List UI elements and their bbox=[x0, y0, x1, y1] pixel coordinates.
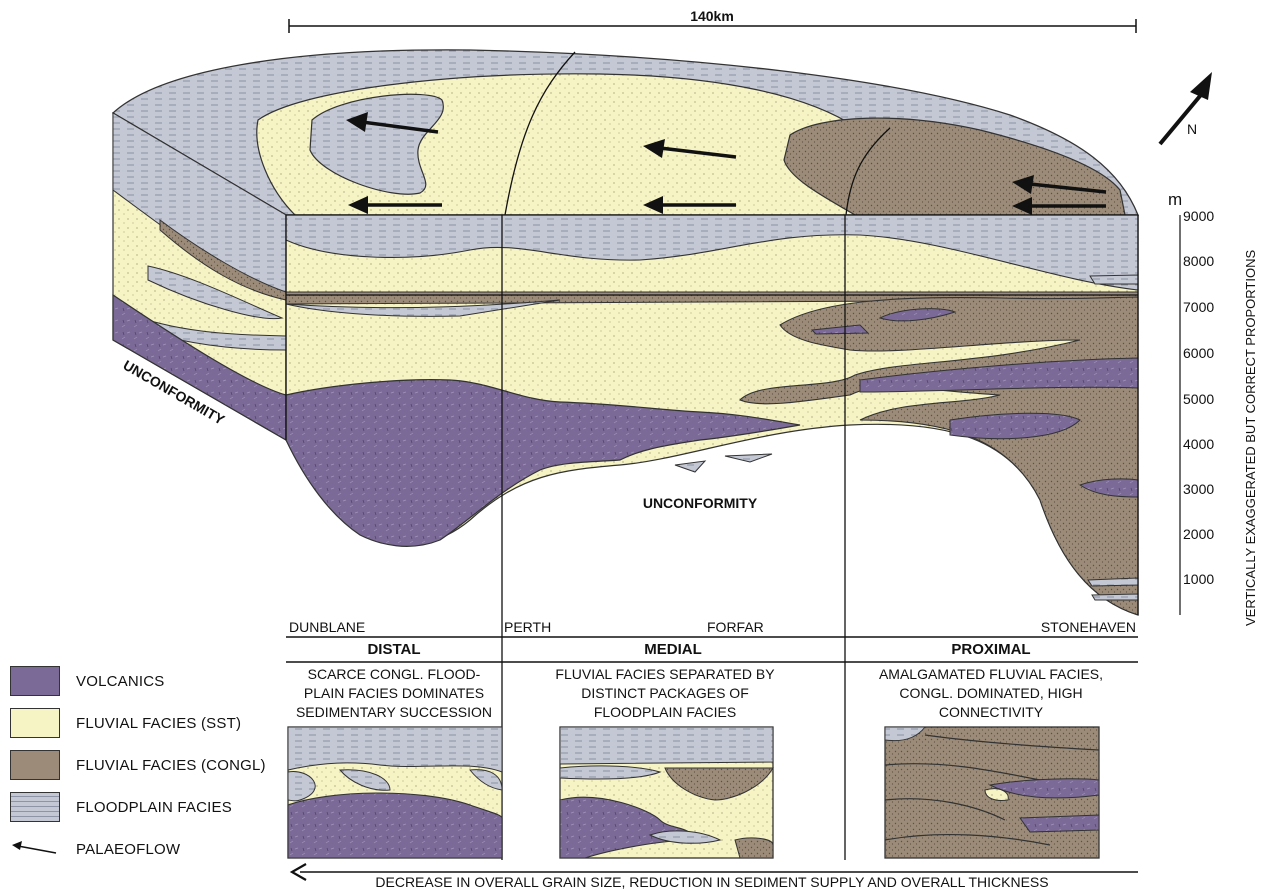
fluvial-sst-swatch bbox=[10, 708, 60, 738]
tick-label: 9000 bbox=[1183, 208, 1214, 224]
inset-medial bbox=[560, 727, 773, 858]
tick-label: 7000 bbox=[1183, 299, 1214, 315]
zone-desc-line: PLAIN FACIES DOMINATES bbox=[304, 685, 484, 701]
legend-item-palaeoflow: PALAEOFLOW bbox=[10, 828, 280, 870]
legend-label: FLUVIAL FACIES (CONGL) bbox=[76, 757, 266, 774]
zone-desc-line: FLOODPLAIN FACIES bbox=[594, 704, 736, 720]
palaeoflow-arrow-icon bbox=[10, 834, 60, 864]
scale-bar: 140km bbox=[289, 8, 1136, 33]
inset-proximal bbox=[885, 727, 1099, 858]
zone-desc-line: SEDIMENTARY SUCCESSION bbox=[296, 704, 492, 720]
legend-label: FLOODPLAIN FACIES bbox=[76, 799, 232, 816]
zone-desc-line: CONGL. DOMINATED, HIGH bbox=[899, 685, 1082, 701]
zone-desc-line: SCARCE CONGL. FLOOD- bbox=[308, 666, 481, 682]
zone-desc-line: FLUVIAL FACIES SEPARATED BY bbox=[555, 666, 775, 682]
trend-label: DECREASE IN OVERALL GRAIN SIZE, REDUCTIO… bbox=[375, 874, 1048, 890]
zone-title-medial: MEDIAL bbox=[644, 641, 702, 658]
inset-distal bbox=[288, 727, 502, 858]
zone-desc-line: AMALGAMATED FLUVIAL FACIES, bbox=[879, 666, 1103, 682]
vertical-scale: m 9000 8000 7000 6000 5000 4000 3000 200… bbox=[1168, 190, 1258, 626]
vertical-exaggeration-note: VERTICALLY EXAGGERATED BUT CORRECT PROPO… bbox=[1243, 250, 1258, 626]
scale-label: 140km bbox=[690, 8, 734, 24]
tick-label: 2000 bbox=[1183, 526, 1214, 542]
zone-desc-line: DISTINCT PACKAGES OF bbox=[581, 685, 749, 701]
north-label: N bbox=[1187, 121, 1197, 137]
tick-label: 3000 bbox=[1183, 481, 1214, 497]
location-dunblane: DUNBLANE bbox=[289, 619, 365, 635]
tick-label: 8000 bbox=[1183, 253, 1214, 269]
location-forfar: FORFAR bbox=[707, 619, 764, 635]
legend-item-fluvial-sst: FLUVIAL FACIES (SST) bbox=[10, 702, 280, 744]
zone-table: DISTAL MEDIAL PROXIMAL SCARCE CONGL. FLO… bbox=[286, 637, 1138, 720]
zone-title-distal: DISTAL bbox=[367, 641, 420, 658]
location-stonehaven: STONEHAVEN bbox=[1041, 619, 1136, 635]
legend-item-fluvial-congl: FLUVIAL FACIES (CONGL) bbox=[10, 744, 280, 786]
vertical-unit: m bbox=[1168, 190, 1182, 209]
zone-title-proximal: PROXIMAL bbox=[951, 641, 1030, 658]
legend-item-volcanics: VOLCANICS bbox=[10, 660, 280, 702]
fluvial-congl-swatch bbox=[10, 750, 60, 780]
volcanics-swatch bbox=[10, 666, 60, 696]
unconformity-center-label: UNCONFORMITY bbox=[643, 495, 758, 511]
tick-label: 6000 bbox=[1183, 345, 1214, 361]
tick-label: 1000 bbox=[1183, 571, 1214, 587]
location-perth: PERTH bbox=[504, 619, 551, 635]
legend-item-floodplain: FLOODPLAIN FACIES bbox=[10, 786, 280, 828]
trend-arrow: DECREASE IN OVERALL GRAIN SIZE, REDUCTIO… bbox=[292, 864, 1138, 890]
block-top-surface bbox=[113, 50, 1138, 215]
legend-label: VOLCANICS bbox=[76, 673, 165, 690]
legend-label: PALAEOFLOW bbox=[76, 841, 180, 858]
location-labels: DUNBLANE PERTH FORFAR STONEHAVEN bbox=[289, 619, 1136, 635]
tick-label: 5000 bbox=[1183, 391, 1214, 407]
tick-label: 4000 bbox=[1183, 436, 1214, 452]
zone-desc-line: CONNECTIVITY bbox=[939, 704, 1044, 720]
north-arrow-icon: N bbox=[1160, 72, 1212, 144]
legend-label: FLUVIAL FACIES (SST) bbox=[76, 715, 241, 732]
legend: VOLCANICS FLUVIAL FACIES (SST) FLUVIAL F… bbox=[10, 660, 280, 870]
floodplain-swatch bbox=[10, 792, 60, 822]
